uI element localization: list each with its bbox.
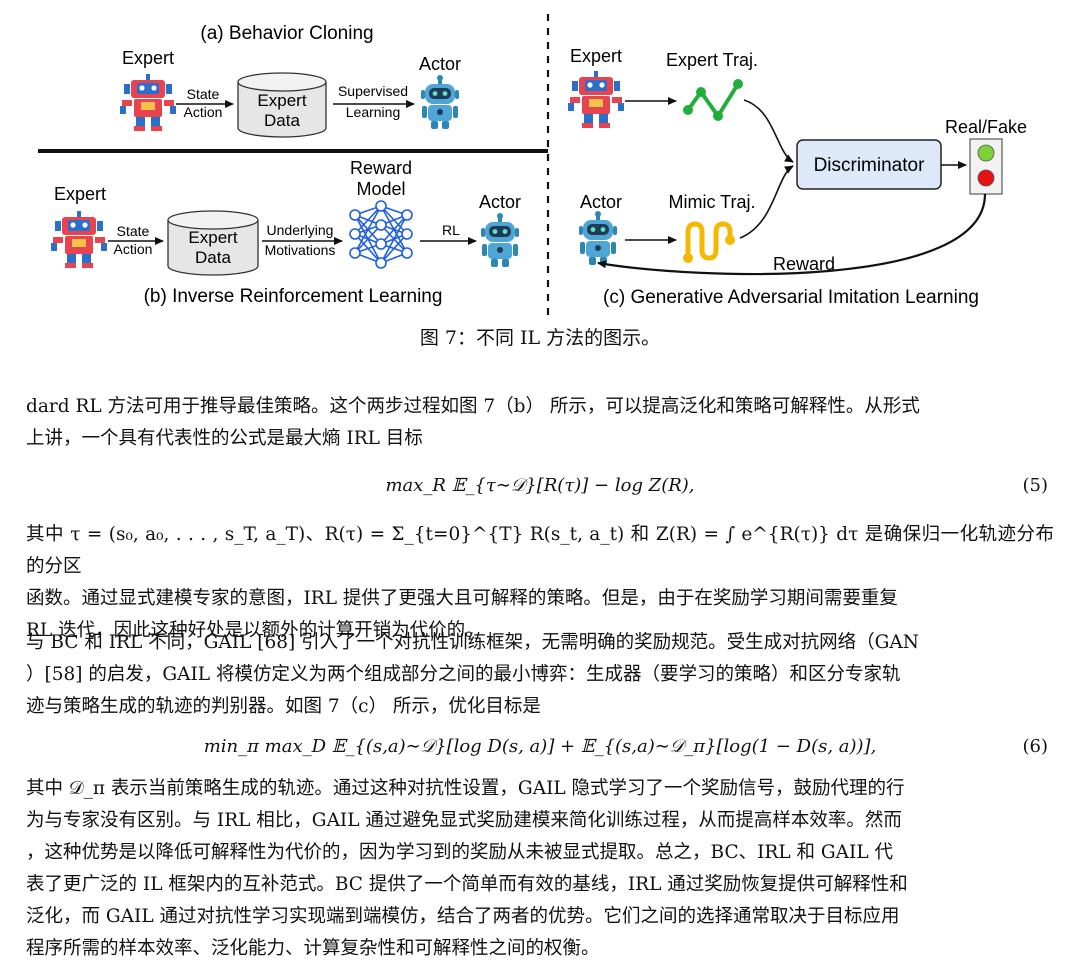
panel-c-expert-traj-label: Expert Traj. xyxy=(666,50,758,70)
il-methods-figure: (a) Behavior Cloning Expert State Action… xyxy=(38,14,1027,318)
text-line: 上讲，一个具有代表性的公式是最大熵 IRL 目标 xyxy=(26,428,423,449)
mimic-trajectory-icon xyxy=(683,221,735,263)
panel-a-database-icon xyxy=(237,72,327,138)
text-line: 其中 𝒟_π 表示当前策略生成的轨迹。通过这种对抗性设置，GAIL 隐式学习了一… xyxy=(26,778,905,799)
text-line: dard RL 方法可用于推导最佳策略。这个两步过程如图 7（b） 所示，可以提… xyxy=(26,396,920,417)
panel-a-edge1-line1: State xyxy=(187,86,220,102)
text-line: ，这种优势是以降低可解释性为代价的，因为学习到的奖励从未被显式提取。总之，BC、… xyxy=(26,842,893,863)
panel-b-title: (b) Inverse Reinforcement Learning xyxy=(144,286,443,307)
equation-6-body: min_π max_D 𝔼_{(s,a)∼𝒟}[log D(s, a)] + 𝔼… xyxy=(203,736,877,757)
text-line: 泛化，而 GAIL 通过对抗性学习实现端到端模仿，结合了两者的优势。它们之间的选… xyxy=(26,906,900,927)
paragraph-1: dard RL 方法可用于推导最佳策略。这个两步过程如图 7（b） 所示，可以提… xyxy=(26,391,1054,455)
panel-a-edge1-line2: Action xyxy=(184,104,223,120)
text-line: 与 BC 和 IRL 不同，GAIL [68] 引入了一个对抗性训练框架，无需明… xyxy=(26,632,919,653)
panel-a-data-line2: Data xyxy=(264,111,300,130)
equation-5-number: (5) xyxy=(1022,475,1049,496)
text-line: 表了更广泛的 IL 框架内的互补范式。BC 提供了一个简单而有效的基线，IRL … xyxy=(26,874,908,895)
actor-robot-icon xyxy=(481,213,519,267)
figure-caption: 图 7：不同 IL 方法的图示。 xyxy=(419,327,661,349)
text-line: 为与专家没有区别。与 IRL 相比，GAIL 通过避免显式奖励建模来简化训练过程… xyxy=(26,810,902,831)
equation-6-number: (6) xyxy=(1022,736,1049,757)
panel-b-reward-line1: Reward xyxy=(350,158,412,178)
panel-b-database-icon xyxy=(167,210,259,276)
text-line: ）[58] 的启发，GAIL 将模仿定义为两个组成部分之间的最小博弈：生成器（要… xyxy=(26,664,901,685)
panel-b-reward-line2: Model xyxy=(356,179,405,199)
real-fake-label: Real/Fake xyxy=(945,117,1027,137)
text-line: 程序所需的样本效率、泛化能力、计算复杂性和可解释性之间的权衡。 xyxy=(26,938,600,959)
panel-a-actor-label: Actor xyxy=(419,54,461,74)
panel-a-title: (a) Behavior Cloning xyxy=(200,23,373,44)
actor-robot-icon xyxy=(579,211,617,265)
panel-a-edge2-line2: Learning xyxy=(346,104,401,120)
traffic-light-icon xyxy=(969,138,1003,195)
panel-c-expert-label: Expert xyxy=(570,46,622,66)
equation-5-body: max_R 𝔼_{τ∼𝒟}[R(τ)] − log Z(R), xyxy=(385,475,695,496)
expert-trajectory-icon xyxy=(683,79,743,121)
panel-b-data-line1: Expert xyxy=(188,228,237,247)
panel-a-edge2-line1: Supervised xyxy=(338,83,408,99)
panel-b-expert-label: Expert xyxy=(54,184,106,204)
expert-robot-icon xyxy=(120,74,176,131)
panel-a-data-line1: Expert xyxy=(257,91,306,110)
expert-robot-icon xyxy=(568,71,624,128)
expert-robot-icon xyxy=(51,211,107,268)
paragraph-3: 与 BC 和 IRL 不同，GAIL [68] 引入了一个对抗性训练框架，无需明… xyxy=(26,627,1054,723)
actor-robot-icon xyxy=(421,75,459,129)
paragraph-2: 其中 τ = (s₀, a₀, . . . , s_T, a_T)、R(τ) =… xyxy=(26,519,1054,647)
discriminator-label: Discriminator xyxy=(814,155,926,176)
panel-b-data-line2: Data xyxy=(195,248,231,267)
paragraph-4: 其中 𝒟_π 表示当前策略生成的轨迹。通过这种对抗性设置，GAIL 隐式学习了一… xyxy=(26,773,1054,965)
text-line: 函数。通过显式建模专家的意图，IRL 提供了更强大且可解释的策略。但是，由于在奖… xyxy=(26,588,898,609)
panel-b-edge2-line2: Motivations xyxy=(265,242,336,258)
panel-b-edge1-line1: State xyxy=(117,223,150,239)
reward-label: Reward xyxy=(773,254,835,274)
panel-b-edge3: RL xyxy=(442,222,460,238)
neural-network-icon xyxy=(349,200,413,269)
panel-c-mimic-traj-label: Mimic Traj. xyxy=(669,192,756,212)
panel-c-mimic-to-disc xyxy=(739,165,794,239)
panel-c-title: (c) Generative Adversarial Imitation Lea… xyxy=(603,287,979,308)
panel-b-edge1-line2: Action xyxy=(114,241,153,257)
text-line: RL 迭代，因此这种好处是以额外的计算开销为代价的。 xyxy=(26,620,484,641)
panel-a-expert-label: Expert xyxy=(122,48,174,68)
text-line: 迹与策略生成的轨迹的判别器。如图 7（c） 所示，优化目标是 xyxy=(26,696,541,717)
text-line: 其中 τ = (s₀, a₀, . . . , s_T, a_T)、R(τ) =… xyxy=(26,524,1054,577)
panel-c-expert-to-disc xyxy=(743,99,794,163)
panel-c-reward-arrow xyxy=(597,193,987,276)
panel-b-edge2-line1: Underlying xyxy=(267,222,334,238)
panel-b-actor-label: Actor xyxy=(479,192,521,212)
panel-c-actor-label: Actor xyxy=(580,192,622,212)
